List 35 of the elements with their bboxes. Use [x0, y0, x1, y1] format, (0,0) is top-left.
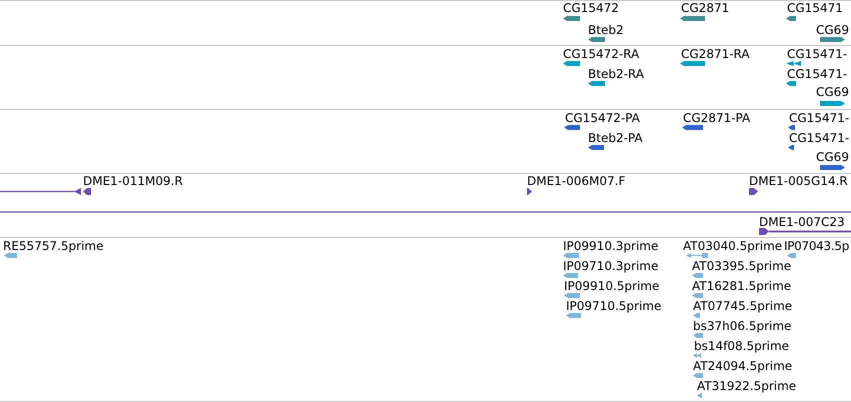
- feature-label: bs14f08.5prime: [694, 340, 790, 353]
- feature-label: Bteb2: [588, 24, 624, 37]
- feature-label: IP07043.5p: [784, 240, 850, 253]
- feature-label: CG69: [816, 151, 849, 164]
- feature-label: CG2871: [681, 2, 730, 15]
- feature-label: CG15471-: [787, 68, 848, 81]
- feature-label: AT16281.5prime: [692, 280, 792, 293]
- feature-label: DME1-005G14.R: [749, 175, 848, 188]
- feature-label: CG15471: [787, 2, 843, 15]
- feature-label: DME1-007C23: [759, 216, 845, 229]
- feature-label: RE55757.5prime: [3, 240, 104, 253]
- feature-label: CG2871-PA: [683, 112, 750, 125]
- feature-label: CG15471-: [789, 132, 850, 145]
- feature-label: CG15472-PA: [565, 112, 640, 125]
- feature-label: AT03395.5prime: [692, 260, 792, 273]
- feature-label: DME1-006M07.F: [527, 175, 626, 188]
- feature-label: AT03040.5prime: [683, 240, 782, 253]
- feature-label: CG69: [816, 86, 849, 99]
- feature-label: CG15472-RA: [563, 48, 640, 61]
- feature-label: AT07745.5prime: [693, 300, 792, 313]
- feature-label: CG15471-: [789, 112, 850, 125]
- feature-label: IP09710.5prime: [566, 300, 662, 313]
- feature-label: CG15471-: [787, 48, 848, 61]
- feature-label: DME1-011M09.R: [83, 175, 183, 188]
- feature-label: bs37h06.5prime: [693, 320, 792, 333]
- feature-label: IP09910.3prime: [563, 240, 658, 253]
- feature-label: CG69: [816, 24, 849, 37]
- feature-label: CG2871-RA: [681, 48, 750, 61]
- feature-label: Bteb2-PA: [588, 132, 643, 145]
- feature-label: Bteb2-RA: [588, 68, 644, 81]
- feature-label: IP09910.5prime: [564, 280, 660, 293]
- feature-label: AT24094.5prime: [693, 360, 792, 373]
- feature-label: IP09710.3prime: [563, 260, 658, 273]
- feature-label: AT31922.5prime: [697, 380, 796, 393]
- feature-label: CG15472: [563, 2, 619, 15]
